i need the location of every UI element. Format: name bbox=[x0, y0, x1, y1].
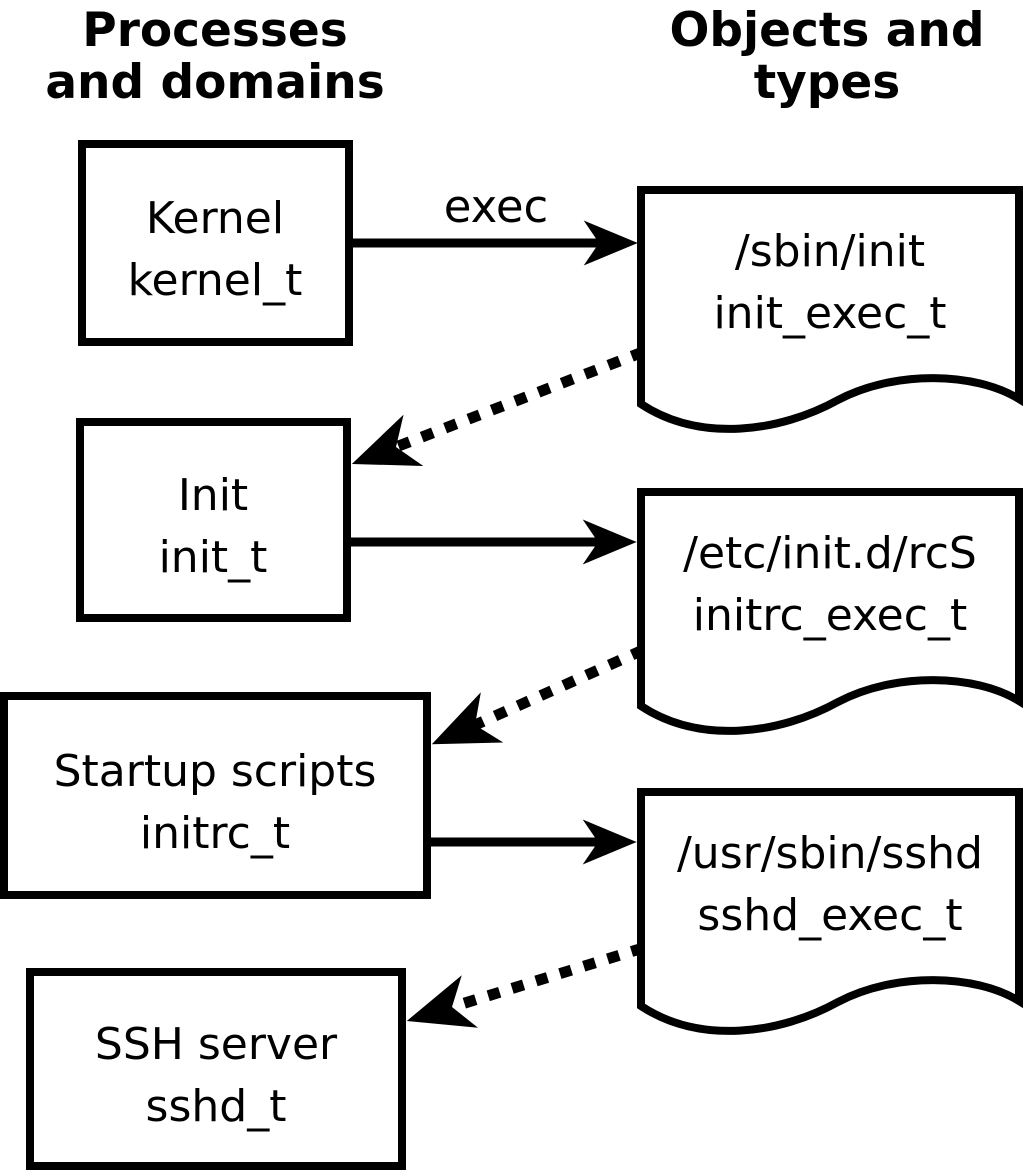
transition-arrow-sshdexec-to-sshd bbox=[406, 942, 645, 1028]
object-etc-initd-rcs-path: /etc/init.d/rcS bbox=[683, 528, 977, 579]
right-heading-line1: Objects and bbox=[669, 3, 984, 58]
process-box-ssh-server: SSH server sshd_t bbox=[26, 968, 406, 1170]
process-box-startup-scripts-rect bbox=[0, 692, 431, 899]
object-doc-etc-initd-rcs-shape bbox=[637, 488, 1023, 735]
process-ssh-server-type: sshd_t bbox=[146, 1081, 287, 1132]
object-etc-initd-rcs-type: initrc_exec_t bbox=[693, 590, 967, 641]
transition-arrow-initrcexec-to-initrc bbox=[431, 644, 646, 745]
process-init-label: Init bbox=[178, 470, 248, 521]
object-usr-sbin-sshd-type: sshd_exec_t bbox=[697, 890, 962, 941]
process-box-init-rect bbox=[76, 418, 351, 622]
exec-arrow-label: exec bbox=[444, 180, 549, 233]
process-startup-scripts-type: initrc_t bbox=[140, 808, 290, 859]
object-sbin-init-path: /sbin/init bbox=[735, 226, 925, 277]
object-doc-usr-sbin-sshd-shape bbox=[637, 788, 1023, 1035]
process-box-init: Init init_t bbox=[76, 418, 351, 622]
process-init-type: init_t bbox=[159, 532, 268, 583]
object-doc-sbin-init: /sbin/init init_exec_t bbox=[637, 186, 1023, 433]
transition-arrow-initexec-to-init bbox=[351, 346, 645, 466]
process-box-kernel: Kernel kernel_t bbox=[78, 140, 353, 346]
process-box-ssh-server-rect bbox=[26, 968, 406, 1170]
object-doc-etc-initd-rcs: /etc/init.d/rcS initrc_exec_t bbox=[637, 488, 1023, 735]
process-box-kernel-rect bbox=[78, 140, 353, 346]
object-doc-sbin-init-shape bbox=[637, 186, 1023, 433]
exec-arrow-kernel-to-init: exec bbox=[349, 180, 638, 266]
process-kernel-type: kernel_t bbox=[128, 255, 303, 306]
right-column-heading: Objects and types bbox=[669, 3, 984, 110]
object-sbin-init-type: init_exec_t bbox=[713, 288, 946, 339]
object-doc-usr-sbin-sshd: /usr/sbin/sshd sshd_exec_t bbox=[637, 788, 1023, 1035]
process-box-startup-scripts: Startup scripts initrc_t bbox=[0, 692, 431, 899]
process-kernel-label: Kernel bbox=[146, 193, 284, 244]
left-heading-line2: and domains bbox=[45, 55, 384, 110]
process-ssh-server-label: SSH server bbox=[95, 1019, 338, 1070]
object-usr-sbin-sshd-path: /usr/sbin/sshd bbox=[677, 828, 983, 879]
process-startup-scripts-label: Startup scripts bbox=[54, 746, 377, 797]
right-heading-line2: types bbox=[754, 55, 901, 110]
left-column-heading: Processes and domains bbox=[45, 3, 384, 110]
left-heading-line1: Processes bbox=[82, 3, 347, 58]
